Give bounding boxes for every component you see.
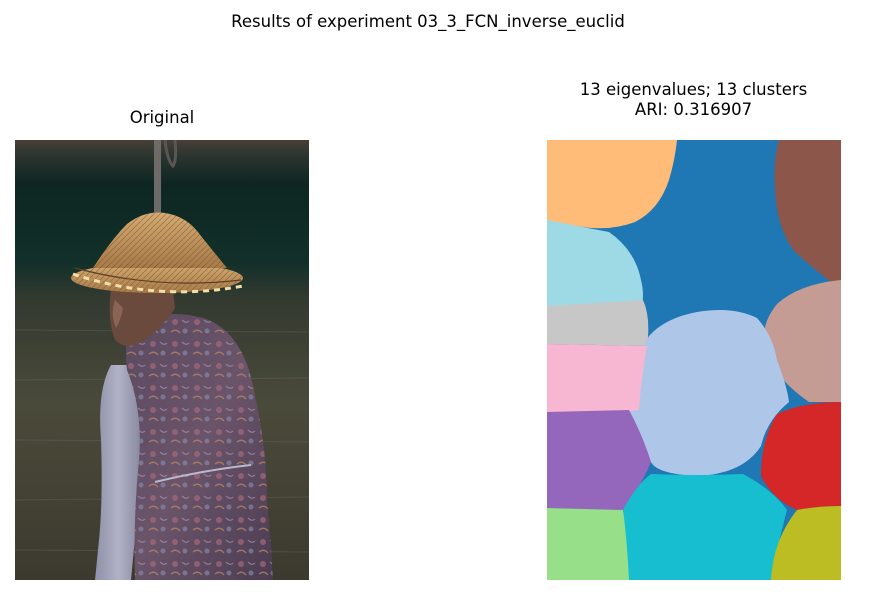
segment-brown [774, 140, 841, 290]
segmentation-map [547, 140, 841, 580]
segmentation-title-line1: 13 eigenvalues; 13 clusters [579, 80, 808, 99]
original-image [15, 140, 309, 580]
segment-olive [771, 506, 841, 580]
segmentation-title: 13 eigenvalues; 13 clusters ARI: 0.31690… [493, 80, 881, 120]
photo-woman-straw-hat-icon [15, 140, 309, 580]
original-image-title: Original [129, 108, 195, 127]
segment-cyan [623, 474, 787, 580]
segment-pink [547, 344, 647, 412]
segment-light-cyan [547, 220, 643, 310]
segmentation-title-line2: ARI: 0.316907 [634, 100, 753, 119]
segment-rose [763, 280, 841, 402]
segment-gray [547, 300, 649, 346]
segment-light-green [547, 508, 629, 580]
segment-light-blue [629, 310, 789, 476]
segment-purple [547, 410, 651, 510]
segmentation-image [547, 140, 841, 580]
segment-red [761, 402, 841, 510]
figure-suptitle: Results of experiment 03_3_FCN_inverse_e… [231, 12, 625, 31]
segment-orange [547, 140, 677, 229]
